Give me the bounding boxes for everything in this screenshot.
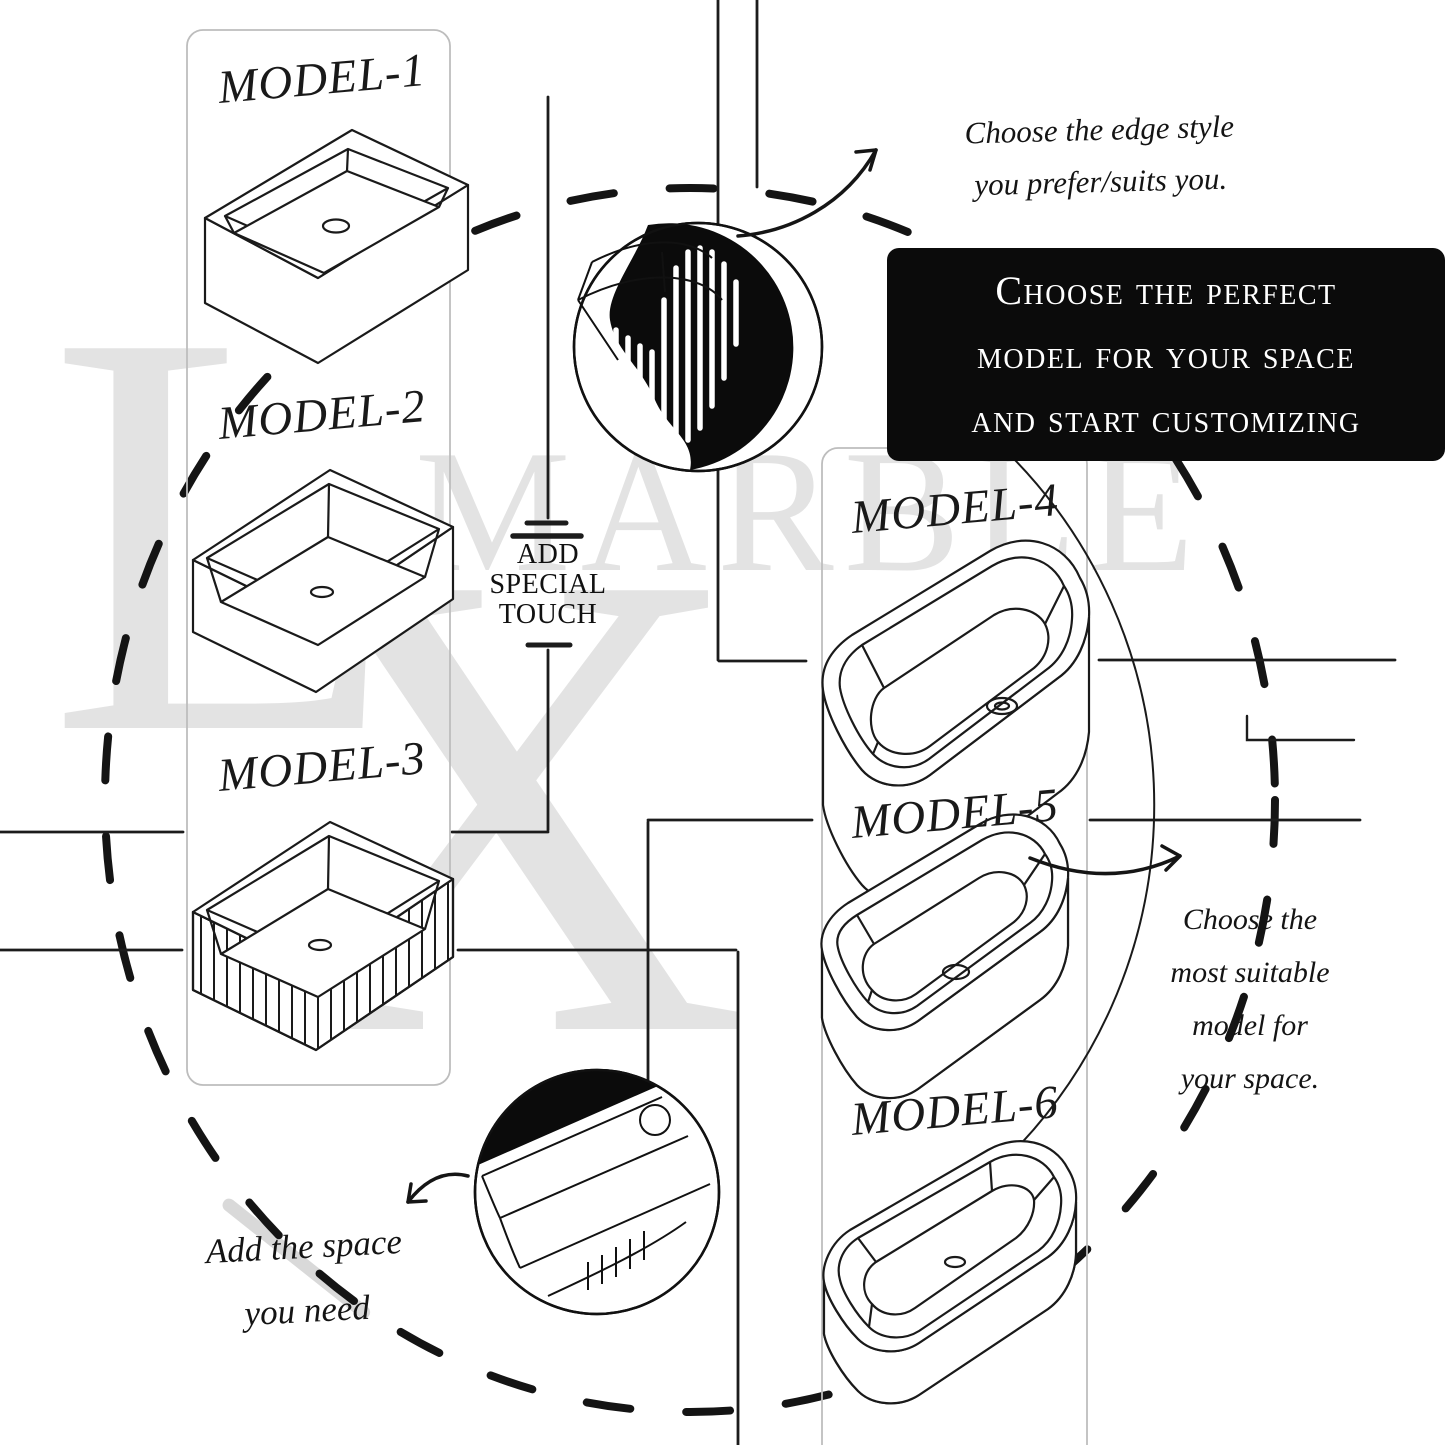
suitable-note-line-2: most suitable <box>1170 956 1330 989</box>
drafting-lines <box>0 0 1397 1445</box>
special-touch-line-3: TOUCH <box>498 599 598 630</box>
arrow-to-suitable-note-icon <box>1028 844 1182 876</box>
sink-model-3-illustration <box>191 820 455 1052</box>
corner-detail-zoom-circle <box>473 1068 721 1316</box>
suitable-note-line-4: your space. <box>1180 1062 1320 1095</box>
headline-text: Choose the perfect model for your space … <box>887 259 1445 451</box>
sink-model-4-illustration <box>821 539 1091 902</box>
sink-model-2-illustration <box>191 468 455 694</box>
headline-line-1: Choose the perfect <box>995 267 1337 313</box>
edge-detail-zoom-circle <box>572 221 824 473</box>
sink-model-1-illustration <box>203 128 470 365</box>
headline-line-3: and start customizing <box>971 395 1361 441</box>
special-touch-line-2: SPECIAL <box>489 569 607 600</box>
add-space-note: Add the space you need <box>145 1207 466 1351</box>
edge-style-note: Choose the edge style you prefer/suits y… <box>894 99 1307 214</box>
suitable-note-line-1: Choose the <box>1182 903 1318 936</box>
headline-banner: Choose the perfect model for your space … <box>887 248 1445 461</box>
dashed-flow-circle <box>101 184 1279 1416</box>
suitable-model-note: Choose the most suitable model for your … <box>1125 893 1375 1105</box>
special-touch-line-1: ADD <box>516 539 580 570</box>
sink-model-6-illustration <box>822 1140 1078 1405</box>
suitable-note-line-3: model for <box>1192 1009 1308 1042</box>
arrow-to-edge-style-icon <box>736 148 878 238</box>
headline-line-2: model for your space <box>977 331 1355 377</box>
sink-model-5-illustration <box>820 813 1070 1100</box>
thin-construction-arc <box>1002 447 1156 1163</box>
add-special-touch-caption: ADD SPECIAL TOUCH <box>478 540 618 630</box>
arrow-to-space-note-icon <box>406 1172 470 1204</box>
edge-style-note-line-2: you prefer/suits you. <box>973 160 1228 203</box>
